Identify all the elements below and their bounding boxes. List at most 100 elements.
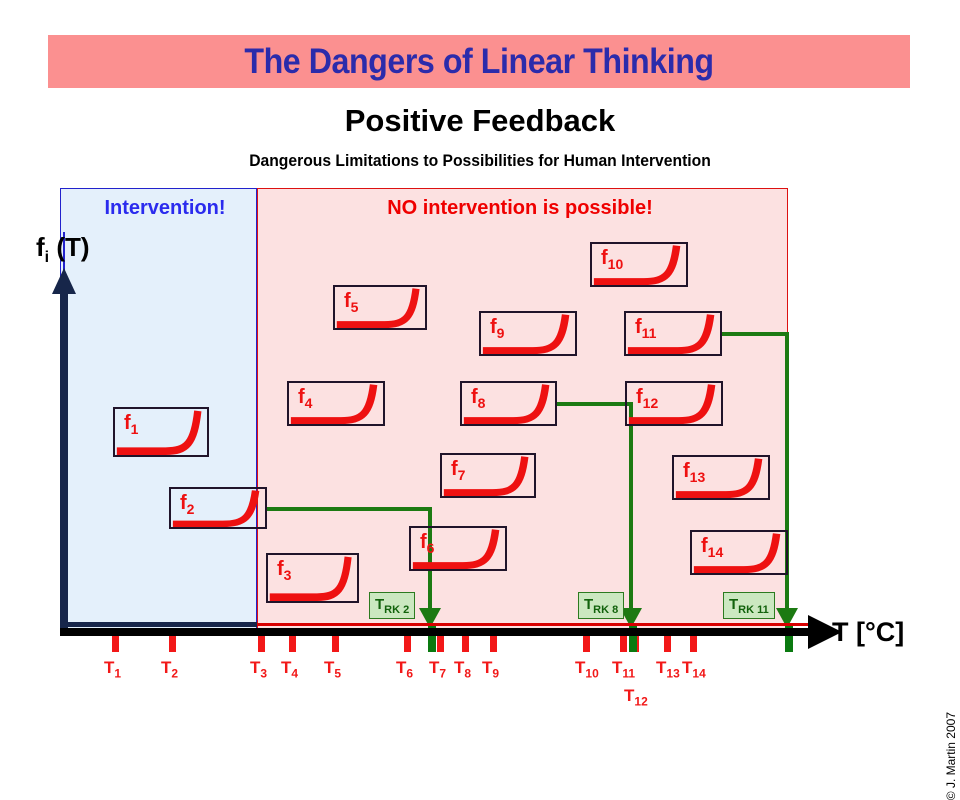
y-axis-arrow-icon: [52, 268, 76, 294]
x-axis-label: T [°C]: [832, 617, 905, 647]
function-label-f11: f11: [635, 316, 657, 341]
x-tick-label-t4: T4: [281, 658, 299, 681]
exponential-curve-f5: [336, 288, 420, 328]
x-tick-green-2: [629, 626, 637, 652]
function-label-f10: f10: [601, 247, 624, 272]
function-label-f3: f3: [277, 558, 292, 583]
function-box-f2: f2: [169, 487, 267, 529]
x-tick-label-t3: T3: [250, 658, 268, 681]
region-no-intervention-label: NO intervention is possible!: [387, 197, 653, 219]
exponential-curve-f3: [269, 556, 352, 601]
x-axis-arrow-icon: [808, 615, 842, 649]
x-tick-label-t9: T9: [482, 658, 500, 681]
exponential-curve-f11: [627, 314, 715, 354]
connector-line-f11: [722, 332, 787, 336]
y-axis-label: fi (T): [36, 232, 90, 267]
region-intervention-label: Intervention!: [104, 197, 226, 219]
y-axis: [60, 288, 68, 636]
x-axis-navy-segment: [60, 622, 257, 627]
function-label-f14: f14: [701, 535, 724, 560]
exponential-curve-f6: [412, 529, 500, 569]
subtitle: Positive Feedback: [344, 103, 616, 138]
function-box-f8: f8: [460, 381, 557, 426]
x-tick-label-t5: T5: [324, 658, 342, 681]
x-tick-green-1: [428, 626, 436, 652]
function-label-f9: f9: [490, 316, 505, 341]
subtitle-secondary: Dangerous Limitations to Possibilities f…: [249, 152, 711, 170]
exponential-curve-f4: [290, 384, 378, 424]
tipping-point-box-rk11: TRK 11: [723, 592, 775, 619]
x-axis-red-segment: [257, 623, 810, 626]
x-tick-label-t8: T8: [454, 658, 472, 681]
function-box-f7: f7: [440, 453, 536, 498]
x-tick-label-t13: T13: [656, 658, 680, 681]
connector-line-vertical-f8: [629, 402, 633, 610]
connector-line-f2: [267, 507, 432, 511]
x-tick-t9: [490, 629, 497, 652]
x-tick-t3: [258, 629, 265, 652]
exponential-curve-f13: [675, 458, 763, 498]
function-box-f11: f11: [624, 311, 722, 356]
exponential-curve-f7: [443, 456, 529, 496]
function-box-f10: f10: [590, 242, 688, 287]
function-box-f1: f1: [113, 407, 209, 457]
function-box-f14: f14: [690, 530, 788, 575]
connector-line-vertical-f11: [785, 332, 789, 610]
x-tick-t1: [112, 629, 119, 652]
function-label-f1: f1: [124, 412, 139, 437]
function-box-f9: f9: [479, 311, 577, 356]
x-tick-t14: [690, 629, 697, 652]
x-tick-green-3: [785, 626, 793, 652]
y-axis-label-tail: (T): [49, 232, 90, 262]
x-tick-t5: [332, 629, 339, 652]
x-tick-t13: [664, 629, 671, 652]
page-title: The Dangers of Linear Thinking: [244, 42, 714, 81]
x-tick-t10: [583, 629, 590, 652]
exponential-curve-f10: [593, 245, 681, 285]
x-tick-label-t12: T12: [624, 686, 648, 709]
function-box-f13: f13: [672, 455, 770, 500]
x-tick-t6: [404, 629, 411, 652]
x-tick-label-t14: T14: [682, 658, 706, 681]
x-tick-label-t1: T1: [104, 658, 122, 681]
tipping-point-box-rk2: TRK 2: [369, 592, 416, 619]
x-tick-t11: [620, 629, 627, 652]
x-tick-t2: [169, 629, 176, 652]
x-tick-label-t2: T2: [161, 658, 179, 681]
y-axis-stem: [63, 232, 65, 292]
function-box-f6: f6: [409, 526, 507, 571]
exponential-curve-f1: [116, 410, 202, 455]
function-label-f5: f5: [344, 290, 359, 315]
connector-line-vertical-f2: [428, 507, 432, 610]
slide-canvas: The Dangers of Linear Thinking Positive …: [36, 35, 958, 800]
function-label-f8: f8: [471, 386, 486, 411]
y-axis-label-base: f: [36, 232, 45, 262]
connector-line-f8: [557, 402, 631, 406]
x-tick-label-t10: T10: [575, 658, 599, 681]
x-tick-t7: [437, 629, 444, 652]
exponential-curve-f14: [693, 533, 781, 573]
function-label-f13: f13: [683, 460, 706, 485]
function-label-f6: f6: [420, 531, 435, 556]
function-label-f7: f7: [451, 458, 466, 483]
exponential-curve-f12: [628, 384, 716, 424]
x-tick-label-t7: T7: [429, 658, 447, 681]
x-tick-label-t11: T11: [612, 658, 636, 681]
exponential-curve-f8: [463, 384, 550, 424]
x-tick-t8: [462, 629, 469, 652]
x-tick-label-t6: T6: [396, 658, 414, 681]
region-intervention: [60, 188, 257, 634]
exponential-curve-f2: [172, 490, 260, 527]
function-box-f12: f12: [625, 381, 723, 426]
function-box-f4: f4: [287, 381, 385, 426]
tipping-point-box-rk8: TRK 8: [578, 592, 625, 619]
y-axis-label-sub: i: [44, 249, 50, 267]
function-box-f3: f3: [266, 553, 359, 603]
function-box-f5: f5: [333, 285, 427, 330]
copyright-notice: © J. Martin 2007: [944, 712, 958, 800]
function-label-f4: f4: [298, 386, 313, 411]
function-label-f12: f12: [636, 386, 659, 411]
x-tick-t4: [289, 629, 296, 652]
function-label-f2: f2: [180, 492, 195, 517]
x-axis: [60, 628, 810, 636]
